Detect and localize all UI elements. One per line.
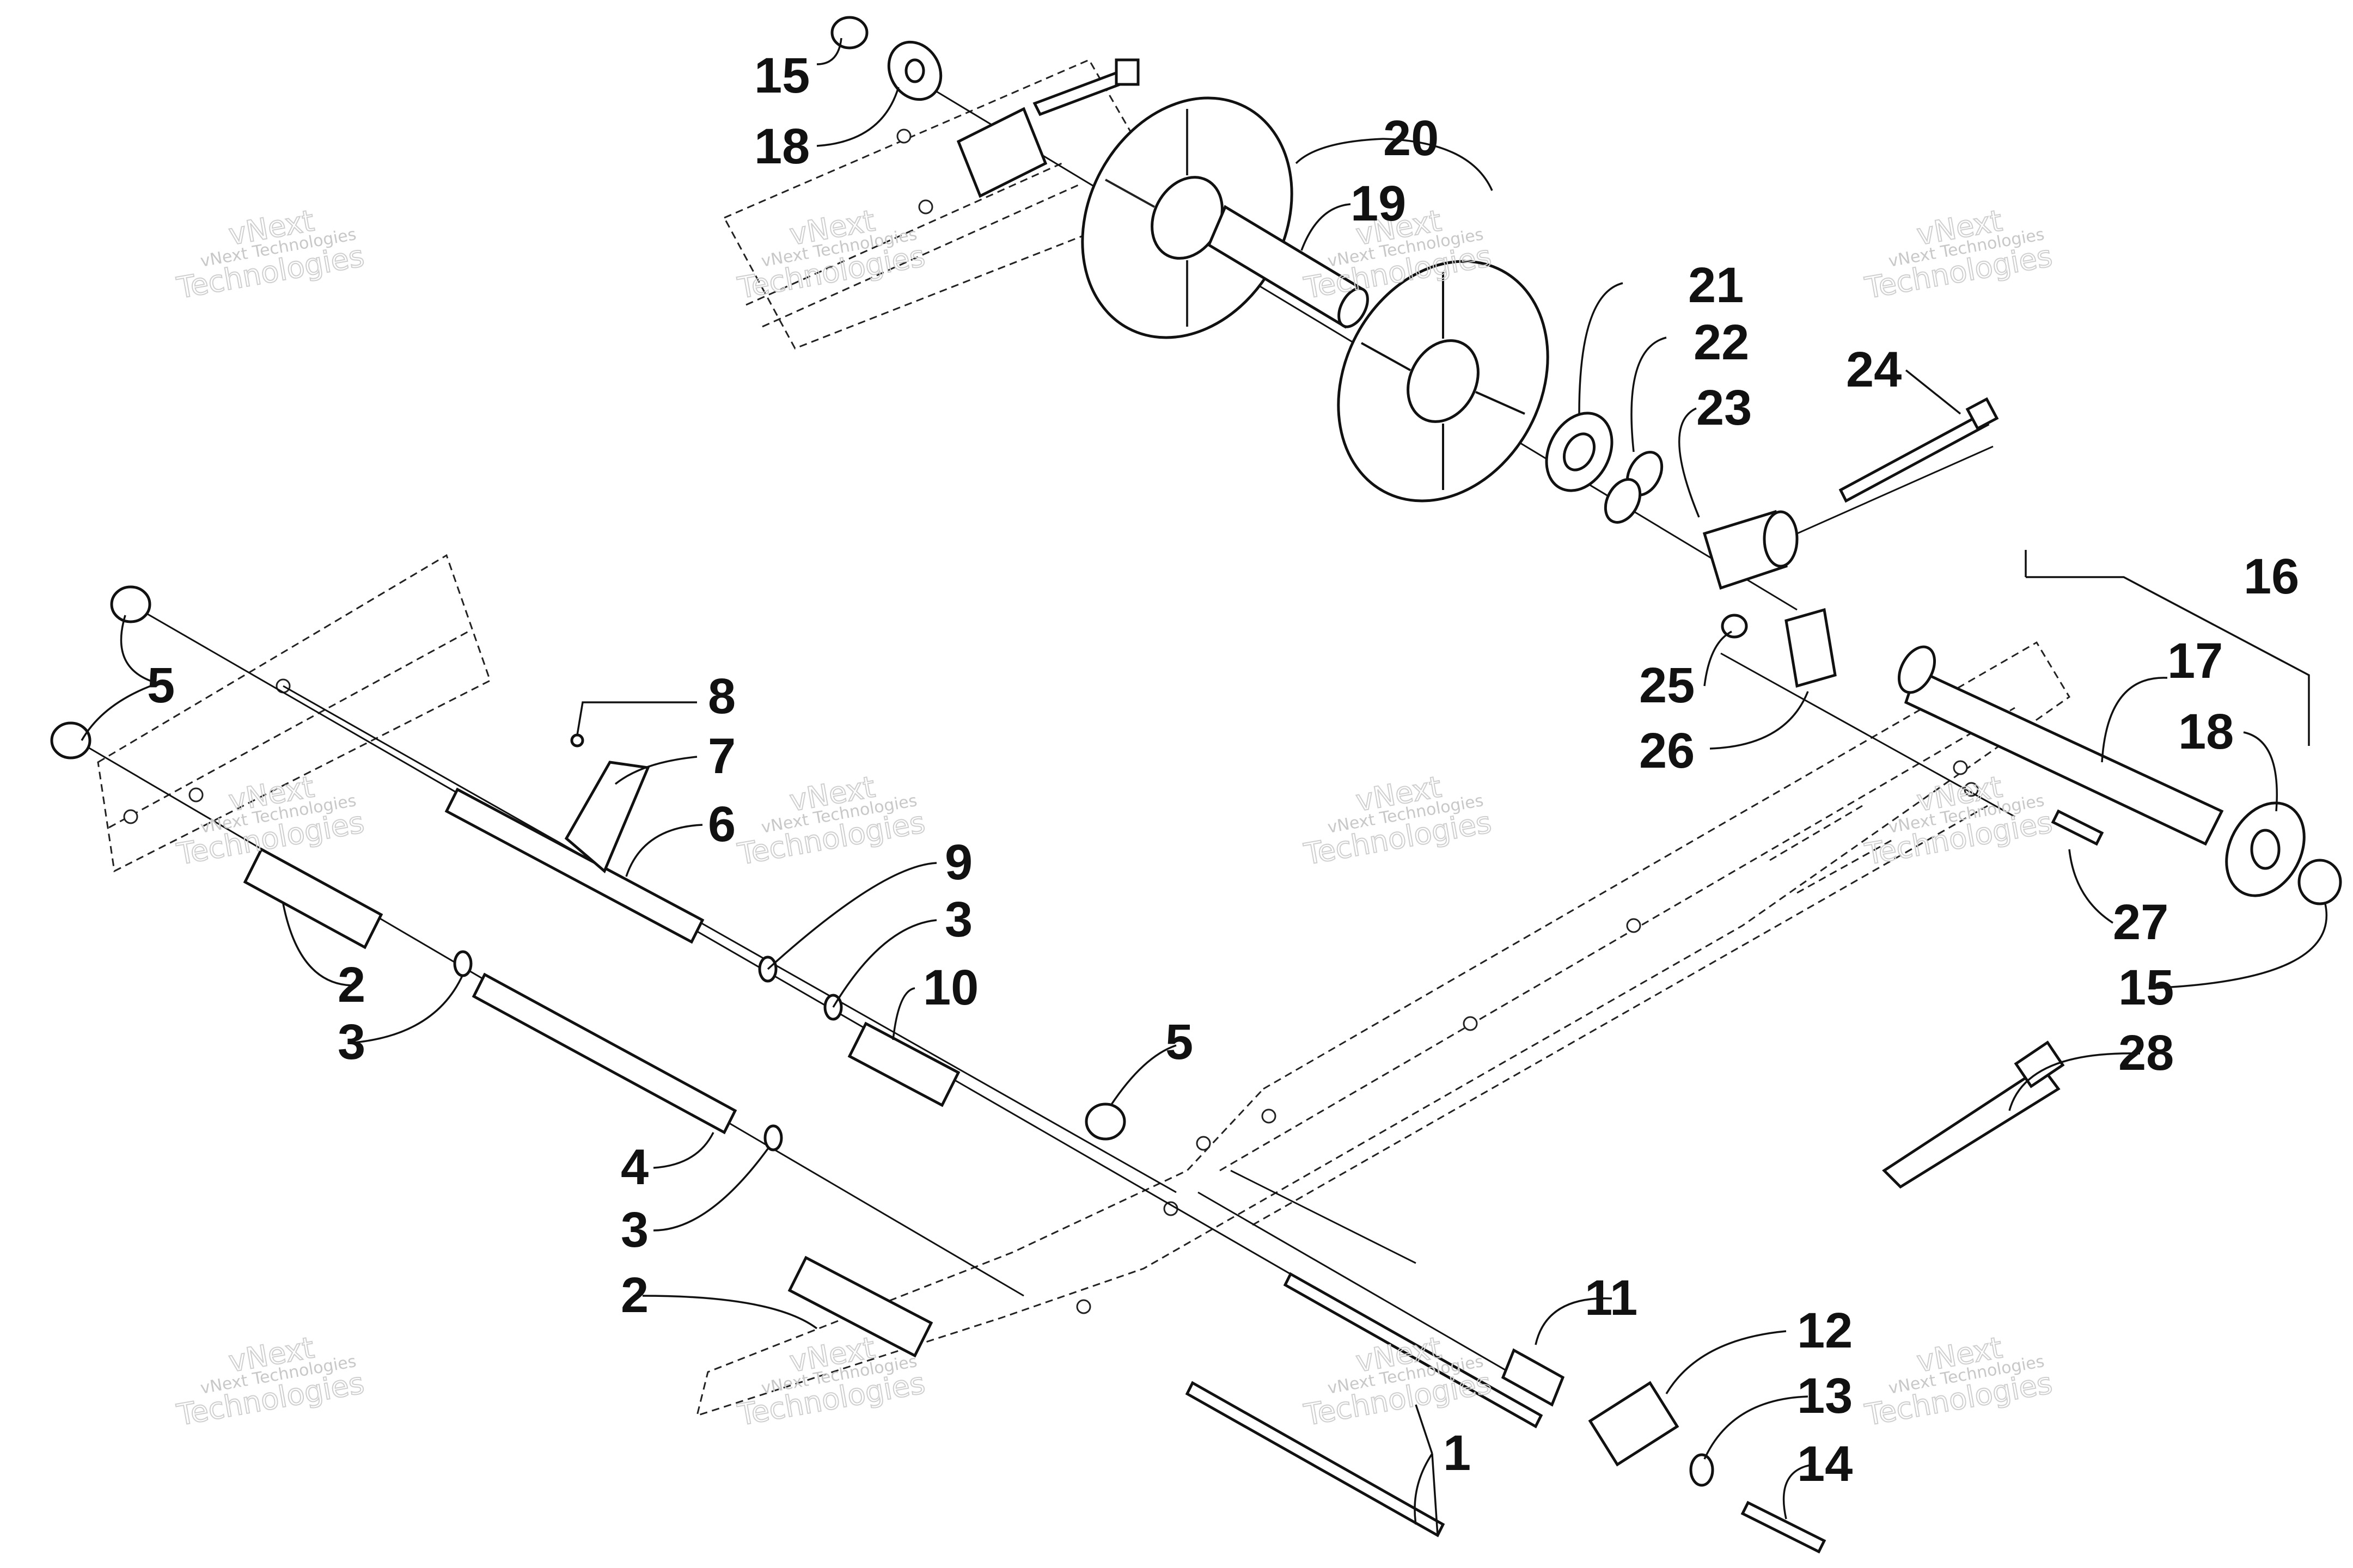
spacer-11 <box>1501 1348 1565 1407</box>
end-cap-15-right <box>2297 859 2342 905</box>
leader-lines <box>81 38 2328 1536</box>
watermark-tile-11: vNext Technologies vNext Technologies <box>1301 1330 1495 1432</box>
watermark-tile-2: vNext Technologies vNext Technologies <box>735 203 928 305</box>
main-rail-outline <box>695 641 2071 1417</box>
callout-3: 3 <box>945 892 973 947</box>
callout-23: 23 <box>1696 380 1752 436</box>
nut-5a <box>110 585 151 623</box>
watermark-tile-8: vNext Technologies vNext Technologies <box>1862 769 2056 872</box>
watermark-tile-6: vNext Technologies vNext Technologies <box>735 769 928 872</box>
callout-3: 3 <box>621 1202 649 1258</box>
bolt-14 <box>1740 1500 1826 1554</box>
callout-15: 15 <box>2118 960 2174 1015</box>
callout-2: 2 <box>621 1267 649 1323</box>
rail-holes <box>123 128 1979 1314</box>
callout-7: 7 <box>708 728 736 784</box>
long-bolt-1b <box>1283 1272 1543 1429</box>
bolt-27 <box>2051 809 2104 846</box>
callout-16: 16 <box>2244 549 2299 604</box>
callout-8: 8 <box>708 669 736 724</box>
axle-end-cap <box>1702 510 1799 590</box>
spacer-2b <box>787 1255 933 1358</box>
callout-2: 2 <box>338 957 365 1013</box>
watermark-tile-9: vNext Technologies vNext Technologies <box>174 1330 368 1432</box>
callout-28: 28 <box>2118 1025 2174 1081</box>
spacer-2a <box>243 847 383 950</box>
shaft-17 <box>1897 645 2224 846</box>
callout-24: 24 <box>1846 342 1902 397</box>
block-26 <box>1784 608 1837 688</box>
adjuster-bolt <box>1838 397 1999 503</box>
idler-wheel-small-18 <box>2225 801 2306 897</box>
idler-axle-tube <box>1207 205 1369 329</box>
callout-26: 26 <box>1639 723 1695 779</box>
arm-shaft-6 <box>444 787 705 944</box>
tool-28 <box>1882 1040 2065 1189</box>
small-nut-25 <box>1721 614 1748 639</box>
upper-rail-outline <box>723 59 1172 350</box>
callout-6: 6 <box>708 797 736 852</box>
callout-13: 13 <box>1797 1368 1853 1424</box>
washer-3a <box>453 950 473 977</box>
callout-5: 5 <box>1165 1014 1193 1070</box>
washer-3b <box>763 1124 783 1152</box>
callout-4: 4 <box>621 1140 649 1195</box>
bearing <box>1545 412 1614 492</box>
callout-22: 22 <box>1694 315 1749 370</box>
idler-wheel-outer <box>1081 96 1293 339</box>
nut-5b <box>50 721 91 759</box>
callout-25: 25 <box>1639 658 1695 713</box>
watermark-tile-4: vNext Technologies vNext Technologies <box>1862 203 2056 305</box>
watermark-tile-5: vNext Technologies vNext Technologies <box>174 769 368 872</box>
block-12 <box>1588 1381 1679 1467</box>
idler-wheel-inner <box>1337 260 1549 503</box>
callout-18: 18 <box>754 119 810 174</box>
shaft-4 <box>472 972 737 1135</box>
callout-15: 15 <box>754 48 810 103</box>
callout-19: 19 <box>1350 176 1406 231</box>
callout-10: 10 <box>923 960 979 1015</box>
callout-1: 1 <box>1443 1425 1471 1481</box>
watermark-tile-7: vNext Technologies vNext Technologies <box>1301 769 1495 872</box>
spacer-10 <box>847 1021 961 1107</box>
callout-5: 5 <box>147 658 175 713</box>
nut-5c <box>1085 1102 1126 1141</box>
adjuster-block-top <box>956 58 1140 198</box>
callout-12: 12 <box>1797 1303 1853 1358</box>
grease-fitting-8 <box>570 733 584 748</box>
snap-rings <box>1604 451 1664 524</box>
watermark-tile-1: vNext Technologies vNext Technologies <box>174 203 368 305</box>
callout-9: 9 <box>945 835 973 890</box>
end-cap-small-top <box>830 16 869 50</box>
callout-11: 11 <box>1585 1270 1637 1326</box>
callout-18: 18 <box>2178 704 2234 759</box>
callout-20: 20 <box>1383 111 1439 166</box>
washer-top <box>887 40 943 101</box>
watermark-tile-12: vNext Technologies vNext Technologies <box>1862 1330 2056 1432</box>
callout-labels: 15 18 20 19 21 22 23 24 16 17 18 25 26 2… <box>147 48 2299 1492</box>
callout-21: 21 <box>1688 258 1744 313</box>
callout-17: 17 <box>2167 633 2223 689</box>
callout-14: 14 <box>1797 1436 1853 1492</box>
callout-3: 3 <box>338 1014 365 1070</box>
washer-13 <box>1689 1453 1714 1487</box>
callout-27: 27 <box>2113 895 2168 950</box>
